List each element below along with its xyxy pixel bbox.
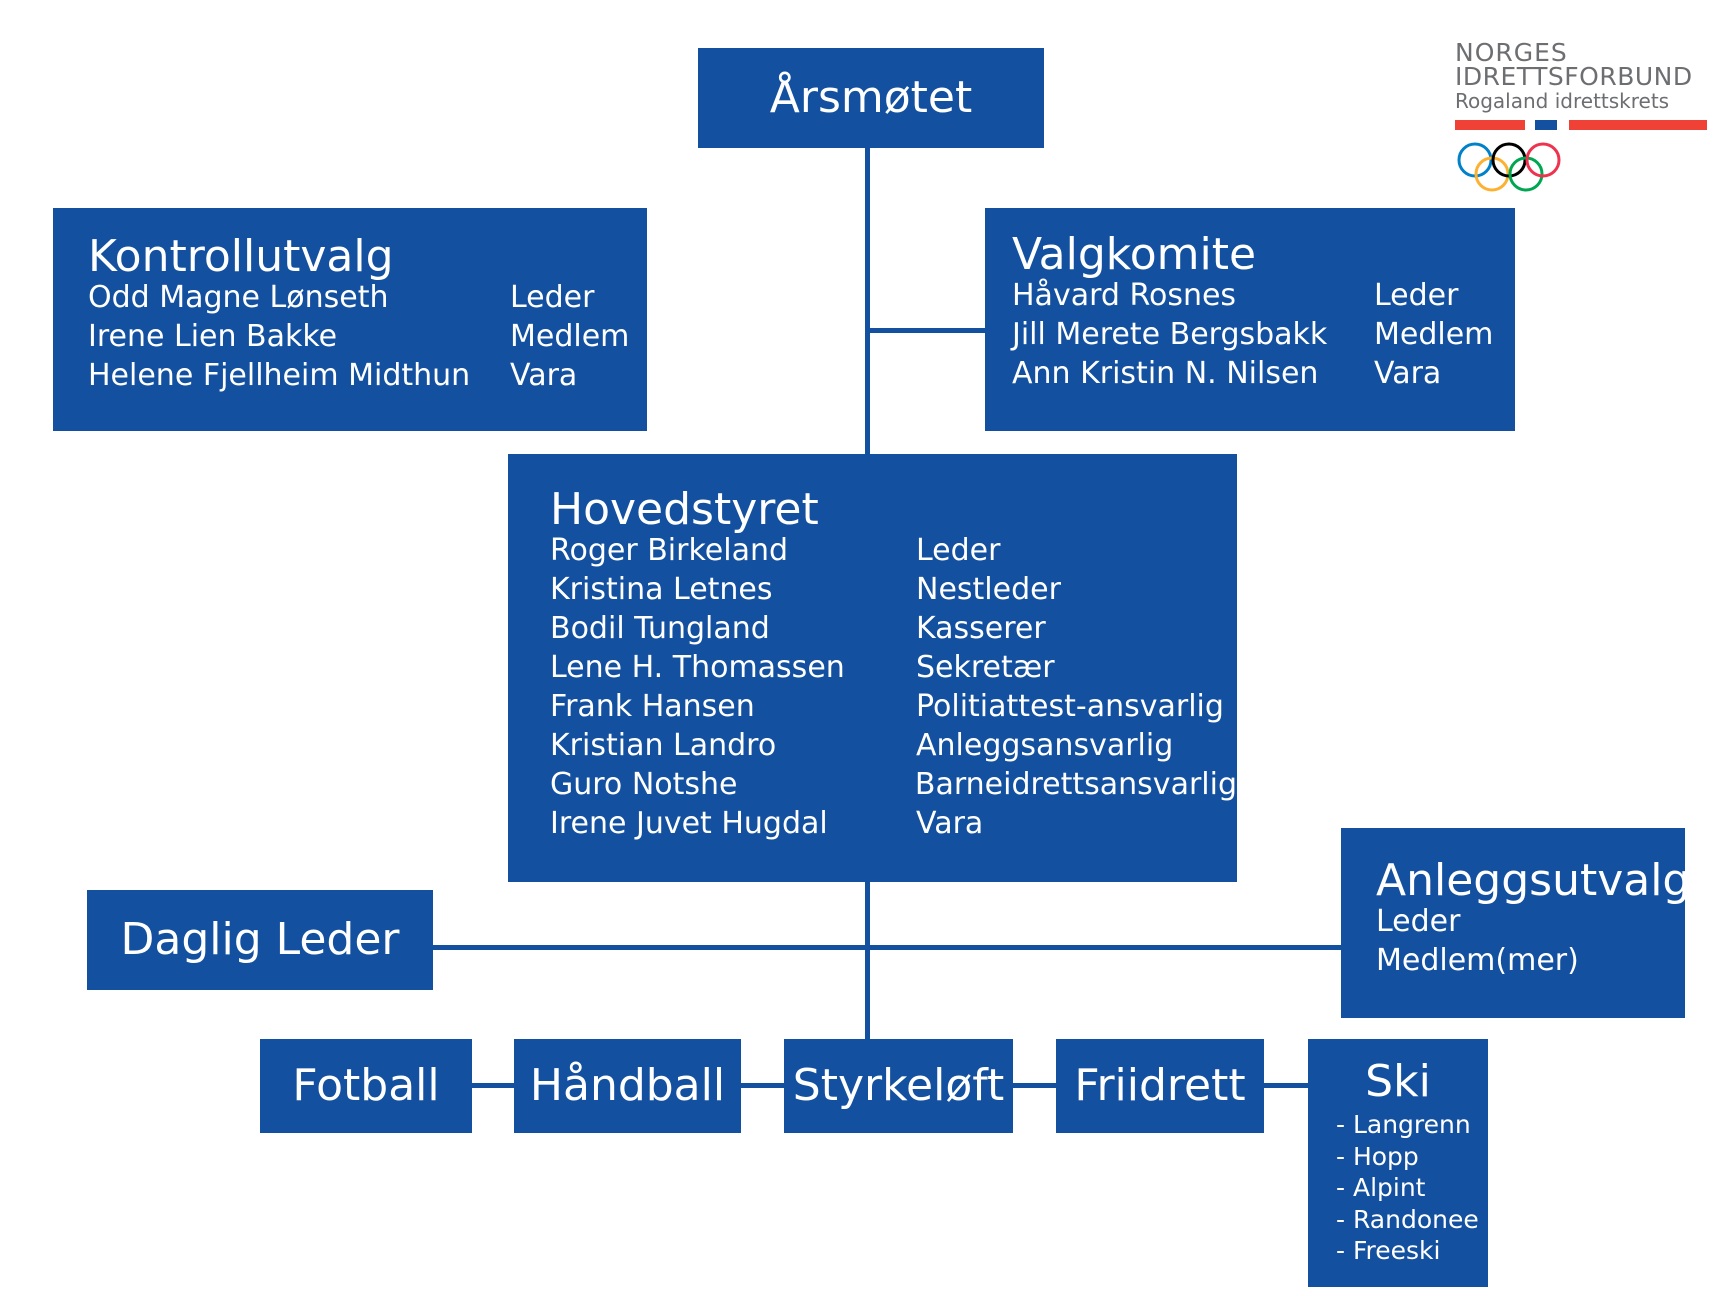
connector-daglig-anlegg bbox=[433, 945, 1341, 950]
member-row: Odd Magne Lønseth Leder bbox=[88, 278, 647, 317]
group-handball-box: Håndball bbox=[514, 1039, 741, 1133]
arsmotet-title: Årsmøtet bbox=[769, 71, 973, 123]
member-row: Irene Juvet Hugdal Vara bbox=[550, 804, 1237, 843]
logo-line-idrettsforbund: IDRETTSFORBUND bbox=[1455, 62, 1693, 91]
anleggsutvalg-box: Anleggsutvalg Leder Medlem(mer) bbox=[1341, 828, 1691, 1018]
member-row: Lene H. Thomassen Sekretær bbox=[550, 648, 1237, 687]
member-row: Håvard Rosnes Leder bbox=[1012, 276, 1515, 315]
ski-item: - Hopp bbox=[1336, 1141, 1419, 1171]
member-row: Frank Hansen Politiattest-ansvarlig bbox=[550, 687, 1237, 726]
member-name: Irene Lien Bakke bbox=[88, 319, 338, 355]
member-row: Kristian Landro Anleggsansvarlig bbox=[550, 726, 1237, 765]
member-role: Vara bbox=[916, 806, 984, 842]
group-styrkeloft-box: Styrkeløft bbox=[784, 1039, 1013, 1133]
logo-line-krets: Rogaland idrettskrets bbox=[1455, 89, 1670, 113]
member-name: Ann Kristin N. Nilsen bbox=[1012, 356, 1319, 392]
nif-logo: NORGES IDRETTSFORBUND Rogaland idrettskr… bbox=[1455, 40, 1715, 200]
member-role: Vara bbox=[1374, 356, 1442, 392]
connector-arsmotet-hovedstyret bbox=[865, 148, 870, 456]
role-label: Leder bbox=[1376, 904, 1461, 940]
role-label: Medlem(mer) bbox=[1376, 943, 1579, 979]
member-name: Jill Merete Bergsbakk bbox=[1012, 317, 1328, 353]
valgkomite-title: Valgkomite bbox=[1012, 229, 1257, 280]
member-name: Kristina Letnes bbox=[550, 572, 773, 608]
group-friidrett-title: Friidrett bbox=[1074, 1059, 1246, 1111]
hovedstyret-title: Hovedstyret bbox=[550, 484, 819, 535]
group-fotball-box: Fotball bbox=[260, 1039, 472, 1133]
group-ski-box: Ski - Langrenn - Hopp - Alpint - Randone… bbox=[1308, 1039, 1488, 1287]
member-row: Roger Birkeland Leder bbox=[550, 531, 1237, 570]
kontrollutvalg-box: Kontrollutvalg Odd Magne Lønseth Leder Ir… bbox=[53, 208, 647, 431]
daglig-leder-box: Daglig Leder bbox=[87, 890, 433, 990]
member-role: Anleggsansvarlig bbox=[916, 728, 1174, 764]
member-role: Medlem bbox=[1374, 317, 1494, 353]
ski-item: - Randonee bbox=[1336, 1204, 1479, 1234]
ski-item: - Alpint bbox=[1336, 1173, 1426, 1203]
member-name: Roger Birkeland bbox=[550, 533, 789, 569]
member-role: Leder bbox=[1374, 278, 1459, 314]
member-role: Leder bbox=[916, 533, 1001, 569]
flag-stripe-red-right bbox=[1569, 120, 1707, 130]
member-row: Ann Kristin N. Nilsen Vara bbox=[1012, 354, 1515, 393]
member-role: Leder bbox=[510, 280, 595, 316]
connector-hovedstyret-groups bbox=[865, 882, 870, 1042]
member-row: Jill Merete Bergsbakk Medlem bbox=[1012, 315, 1515, 354]
member-role: Nestleder bbox=[916, 572, 1061, 608]
olympic-rings-icon bbox=[1457, 142, 1561, 192]
group-styrkeloft-title: Styrkeløft bbox=[792, 1059, 1005, 1111]
member-name: Håvard Rosnes bbox=[1012, 278, 1237, 314]
member-row: Bodil Tungland Kasserer bbox=[550, 609, 1237, 648]
ski-item: - Langrenn bbox=[1336, 1110, 1471, 1140]
group-handball-title: Håndball bbox=[529, 1059, 726, 1111]
group-fotball-title: Fotball bbox=[292, 1059, 440, 1111]
member-name: Kristian Landro bbox=[550, 728, 777, 764]
kontrollutvalg-title: Kontrollutvalg bbox=[88, 231, 394, 282]
member-role: Kasserer bbox=[916, 611, 1046, 647]
member-name: Lene H. Thomassen bbox=[550, 650, 845, 686]
member-role: Sekretær bbox=[916, 650, 1055, 686]
connector-valgkomite bbox=[865, 328, 985, 333]
arsmotet-box: Årsmøtet bbox=[698, 48, 1044, 148]
role-row: Leder bbox=[1376, 902, 1685, 941]
valgkomite-box: Valgkomite Håvard Rosnes Leder Jill Meret… bbox=[985, 208, 1515, 431]
member-row: Irene Lien Bakke Medlem bbox=[88, 317, 647, 356]
flag-stripe-blue bbox=[1535, 120, 1557, 130]
ski-title: Ski bbox=[1365, 1056, 1431, 1107]
flag-stripe-red-left bbox=[1455, 120, 1525, 130]
logo-line-norges: NORGES bbox=[1455, 38, 1568, 67]
daglig-leder-title: Daglig Leder bbox=[120, 913, 400, 965]
member-name: Bodil Tungland bbox=[550, 611, 770, 647]
anleggsutvalg-title: Anleggsutvalg bbox=[1376, 855, 1691, 906]
member-name: Guro Notshe bbox=[550, 767, 738, 803]
group-friidrett-box: Friidrett bbox=[1056, 1039, 1264, 1133]
member-name: Frank Hansen bbox=[550, 689, 755, 725]
member-role: Vara bbox=[510, 358, 578, 394]
member-row: Guro Notshe Barneidrettsansvarlig bbox=[550, 765, 1237, 804]
member-role: Medlem bbox=[510, 319, 630, 355]
member-role: Politiattest-ansvarlig bbox=[916, 689, 1224, 725]
member-row: Helene Fjellheim Midthun Vara bbox=[88, 356, 647, 395]
ski-item: - Freeski bbox=[1336, 1236, 1441, 1266]
hovedstyret-box: Hovedstyret Roger Birkeland Leder Kristin… bbox=[508, 454, 1237, 882]
member-name: Helene Fjellheim Midthun bbox=[88, 358, 471, 394]
member-name: Odd Magne Lønseth bbox=[88, 280, 389, 316]
role-row: Medlem(mer) bbox=[1376, 941, 1685, 980]
member-name: Irene Juvet Hugdal bbox=[550, 806, 828, 842]
member-role: Barneidrettsansvarlig bbox=[914, 767, 1237, 803]
member-row: Kristina Letnes Nestleder bbox=[550, 570, 1237, 609]
